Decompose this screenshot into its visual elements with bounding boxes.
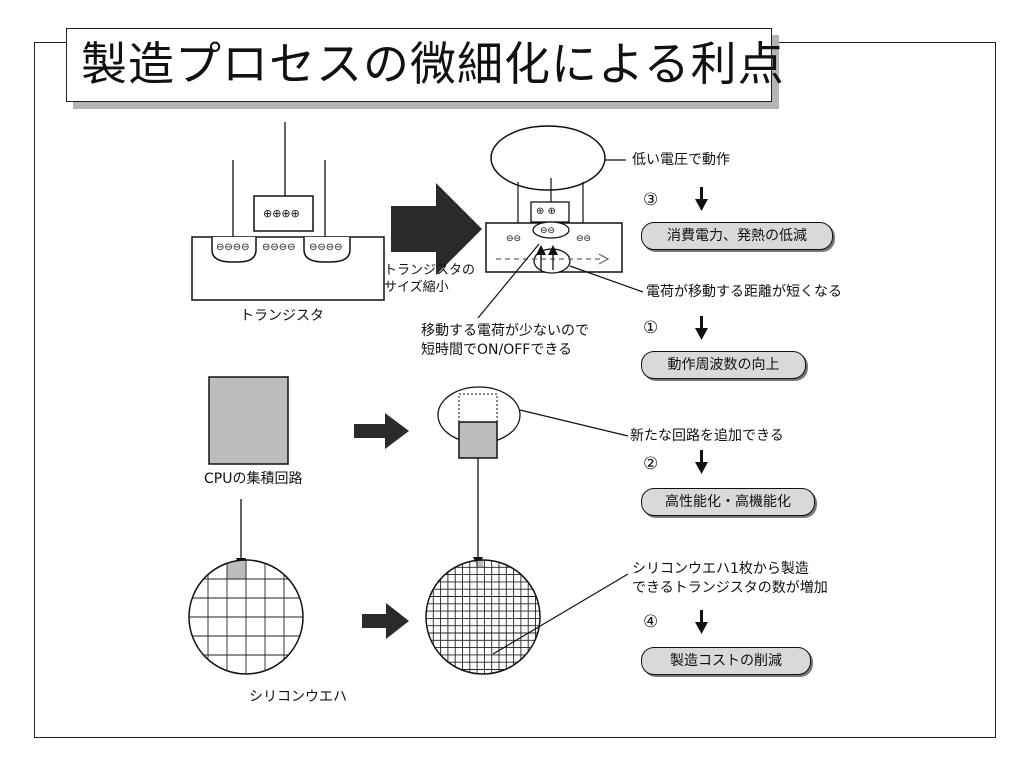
wafer-label: シリコンウエハ [249,689,347,705]
page-title: 製造プロセスの微細化による利点 [81,37,785,91]
number-1: ① [643,318,659,338]
note-line-2: 短時間でON/OFFできる [421,342,573,358]
charge-minus-small-right: ⊖⊖ [576,234,592,244]
result-cost: 製造コストの削減 [641,647,811,675]
big-arrow-3 [362,603,409,639]
leader-distance [569,265,644,293]
note-line-1: 移動する電荷が少ないので [421,323,589,339]
charge-minus-small-center: ⊖⊖ [540,226,556,236]
charge-minus-small-left: ⊖⊖ [506,234,522,244]
charge-minus-right: ⊖⊖⊖⊖ [309,242,343,253]
charge-minus-left: ⊖⊖⊖⊖ [216,242,250,253]
bigger-chip [458,421,498,459]
cpu-label: CPUの集積回路 [204,471,303,487]
leader-wafer [492,573,629,655]
number-3: ③ [643,190,659,210]
wafer-die-highlight [476,560,484,568]
title-box: 製造プロセスの微細化による利点 [66,28,784,102]
down-arrows [695,187,708,634]
cause-voltage: 低い電圧で動作 [632,152,730,168]
result-performance: 高性能化・高機能化 [641,488,815,516]
small-transistor [485,125,623,274]
charge-plus-small: ⊕ ⊕ [536,206,556,217]
charge-minus-center: ⊖⊖⊖⊖ [262,242,296,253]
wafer-coarse [188,559,304,675]
big-arrow-2 [354,413,409,449]
big-arrow-1 [391,183,482,275]
arrow-label-2: サイズ縮小 [384,280,449,295]
cause-wafer-1: シリコンウエハ1枚から製造 [632,561,809,577]
leader-circuit [519,409,629,437]
large-transistor [191,122,385,301]
wafer-die-highlight [227,560,246,579]
arrow-label-1: トランジスタの [384,263,476,278]
number-4: ④ [643,612,659,632]
cause-circuit: 新たな回路を追加できる [630,428,784,444]
result-power: 消費電力、発熱の低減 [641,222,833,250]
cause-distance: 電荷が移動する距離が短くなる [646,284,842,300]
cause-wafer-2: できるトランジスタの数が増加 [632,580,828,596]
leader-note [477,243,540,319]
transistor-label: トランジスタ [240,308,324,324]
charge-plus-large: ⊕⊕⊕⊕ [263,207,300,220]
wafer-fine [425,559,541,675]
number-2: ② [643,454,659,474]
cpu-chip [208,376,289,465]
result-frequency: 動作周波数の向上 [641,351,806,379]
